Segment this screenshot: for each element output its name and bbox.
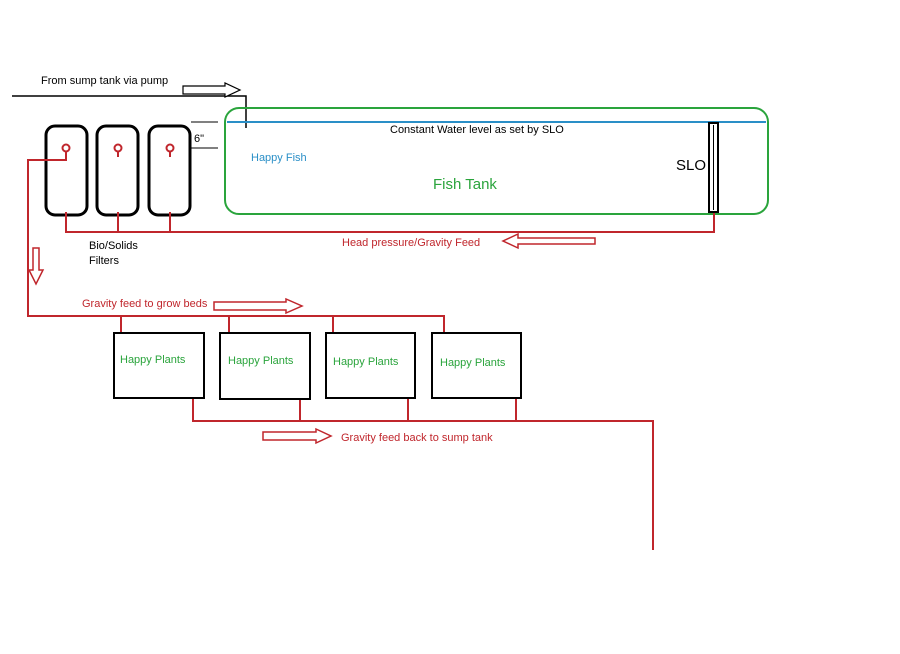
happy-fish-label: Happy Fish: [251, 152, 307, 164]
filter-2: [95, 124, 140, 217]
pump-flow-arrow: [182, 82, 242, 98]
down-flow-arrow: [27, 247, 45, 286]
grow-bed: Happy Plants: [431, 332, 522, 399]
head-pressure-label: Head pressure/Gravity Feed: [342, 237, 480, 249]
grow-bed: Happy Plants: [113, 332, 205, 399]
grow-bed: Happy Plants: [219, 332, 311, 400]
grow-beds-arrow: [213, 297, 304, 315]
sump-return-pipe: [192, 398, 654, 550]
filter-3: [147, 124, 192, 217]
gravity-back-sump-label: Gravity feed back to sump tank: [341, 432, 493, 444]
filter-1-port: [61, 143, 71, 153]
sump-return-arrow: [262, 427, 333, 445]
bio-solids-filters: [44, 124, 192, 217]
filter-outflow-pipe: [27, 148, 445, 332]
gravity-grow-beds-label: Gravity feed to grow beds: [82, 298, 208, 310]
grow-bed-1-box: [113, 332, 205, 399]
grow-bed-3-box: [325, 332, 416, 399]
filter-3-port: [165, 143, 175, 153]
constant-level-label: Constant Water level as set by SLO: [390, 124, 564, 136]
head-pressure-pipe: [65, 212, 715, 233]
filter-1: [44, 124, 89, 217]
pump-inlet-line: [12, 95, 247, 128]
grow-bed-4-label: Happy Plants: [440, 357, 506, 369]
grow-bed: Happy Plants: [325, 332, 416, 399]
bio-solids-label: Bio/Solids: [89, 240, 138, 252]
grow-bed-1-label: Happy Plants: [120, 354, 186, 366]
filter-2-port: [113, 143, 123, 153]
grow-bed-4-box: [431, 332, 522, 399]
slo-label: SLO: [676, 157, 706, 174]
head-pressure-arrow: [501, 232, 596, 250]
grow-bed-2-label: Happy Plants: [228, 355, 294, 367]
grow-bed-3-label: Happy Plants: [333, 356, 399, 368]
grow-bed-2-box: [219, 332, 311, 400]
six-inch-label: 6": [194, 133, 204, 145]
fish-tank: [224, 107, 769, 215]
fish-tank-label: Fish Tank: [433, 176, 497, 193]
from-sump-label: From sump tank via pump: [41, 75, 168, 87]
filters-label: Filters: [89, 255, 119, 267]
